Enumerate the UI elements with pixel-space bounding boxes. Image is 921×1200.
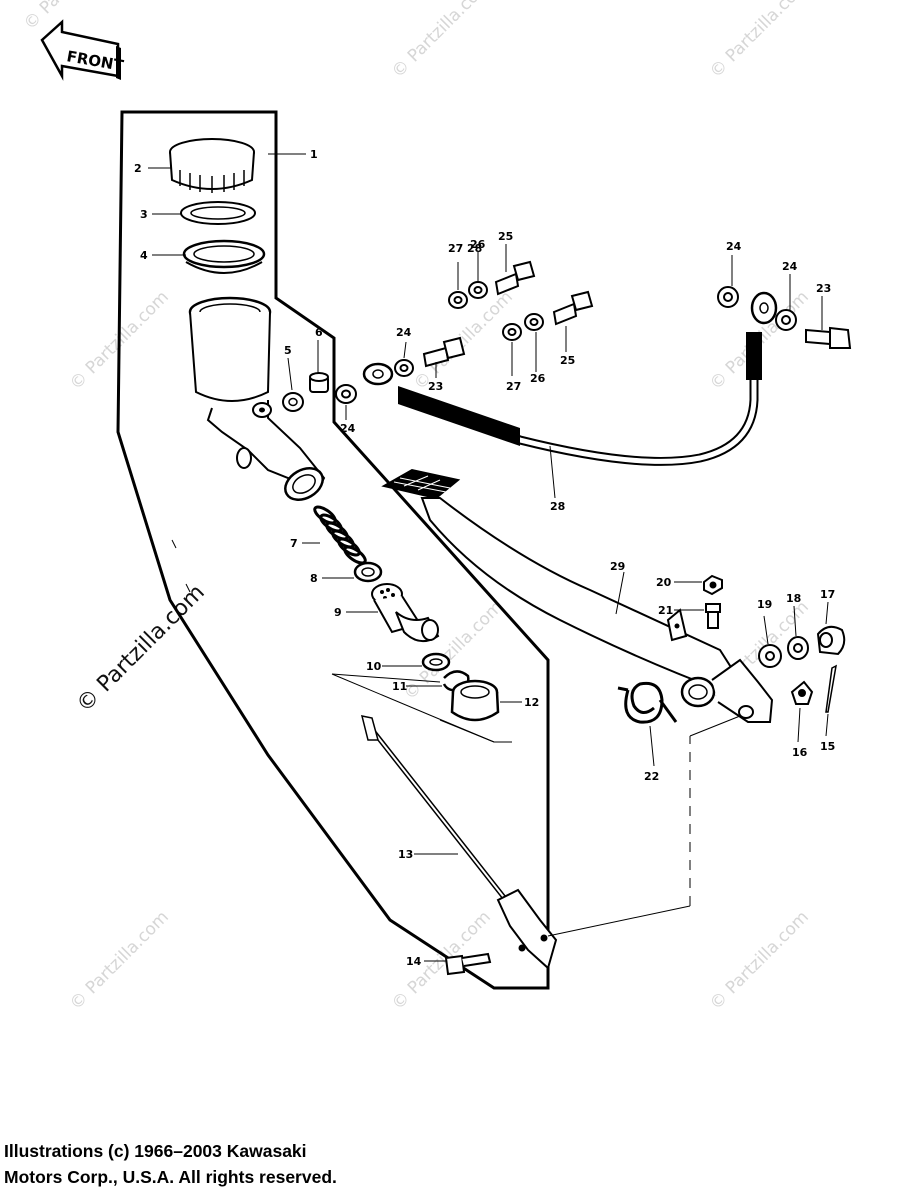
link-lines xyxy=(171,539,741,937)
return-spring xyxy=(617,681,678,724)
callout-4: 4 xyxy=(140,249,148,262)
callout-25a: 25 xyxy=(498,230,513,243)
assembly-outline xyxy=(116,110,550,990)
push-rod xyxy=(360,715,558,970)
callout-15: 15 xyxy=(820,740,835,753)
reservoir-cap xyxy=(169,138,255,193)
callout-24d: 24 xyxy=(782,260,798,273)
callout-16: 16 xyxy=(792,746,808,759)
callout-19: 19 xyxy=(757,598,772,611)
callout-20: 20 xyxy=(656,576,672,589)
callout-2: 2 xyxy=(134,162,142,175)
diaphragm-plate xyxy=(180,201,256,225)
callout-5: 5 xyxy=(284,344,292,357)
pivot-hardware xyxy=(703,574,846,713)
leader-lines xyxy=(148,153,829,962)
callout-18: 18 xyxy=(786,592,801,605)
guide-lines xyxy=(331,673,512,743)
callout-10: 10 xyxy=(366,660,382,673)
callout-21: 21 xyxy=(658,604,673,617)
seal-washer xyxy=(421,652,451,672)
dust-boot xyxy=(450,679,500,722)
callout-23b: 23 xyxy=(816,282,831,295)
callout-28a: 28 xyxy=(467,242,482,255)
clevis-bolt xyxy=(444,952,492,976)
copyright-notice: Illustrations (c) 1966–2003 Kawasaki Mot… xyxy=(4,1138,337,1190)
washers xyxy=(335,281,797,404)
callout-23a: 23 xyxy=(428,380,443,393)
callout-22: 22 xyxy=(644,770,659,783)
spring xyxy=(313,505,367,565)
callout-25b: 25 xyxy=(560,354,575,367)
callout-13: 13 xyxy=(398,848,413,861)
callout-9: 9 xyxy=(334,606,342,619)
copyright-line-1: Illustrations (c) 1966–2003 Kawasaki xyxy=(4,1141,307,1161)
master-cylinder-body xyxy=(188,296,326,501)
piston xyxy=(371,583,440,643)
callout-26a: 26 xyxy=(470,238,486,251)
primary-cup xyxy=(353,561,383,583)
callout-28b: 28 xyxy=(550,500,565,513)
callout-29: 29 xyxy=(610,560,625,573)
callout-24c: 24 xyxy=(726,240,742,253)
callout-24a: 24 xyxy=(340,422,356,435)
callout-8: 8 xyxy=(310,572,318,585)
brake-hose xyxy=(362,291,778,466)
callout-6: 6 xyxy=(315,326,323,339)
copyright-line-2: Motors Corp., U.S.A. All rights reserved… xyxy=(4,1167,337,1187)
callouts: 1 2 3 4 5 6 7 8 9 10 11 12 13 14 15 16 1… xyxy=(134,148,835,968)
callout-1: 1 xyxy=(310,148,318,161)
diaphragm xyxy=(182,239,266,274)
brake-pedal xyxy=(381,468,774,723)
front-arrow-icon: FRONT xyxy=(40,19,126,81)
callout-11: 11 xyxy=(392,680,407,693)
callout-26b: 26 xyxy=(530,372,546,385)
callout-7: 7 xyxy=(290,537,298,550)
callout-17: 17 xyxy=(820,588,835,601)
callout-3: 3 xyxy=(140,208,148,221)
callout-27a: 27 xyxy=(448,242,463,255)
callout-14: 14 xyxy=(406,955,422,968)
fitting xyxy=(309,372,329,393)
washer xyxy=(282,392,304,412)
banjo-bolts xyxy=(422,260,852,368)
callout-12: 12 xyxy=(524,696,539,709)
callout-27b: 27 xyxy=(506,380,521,393)
callout-24b: 24 xyxy=(396,326,412,339)
